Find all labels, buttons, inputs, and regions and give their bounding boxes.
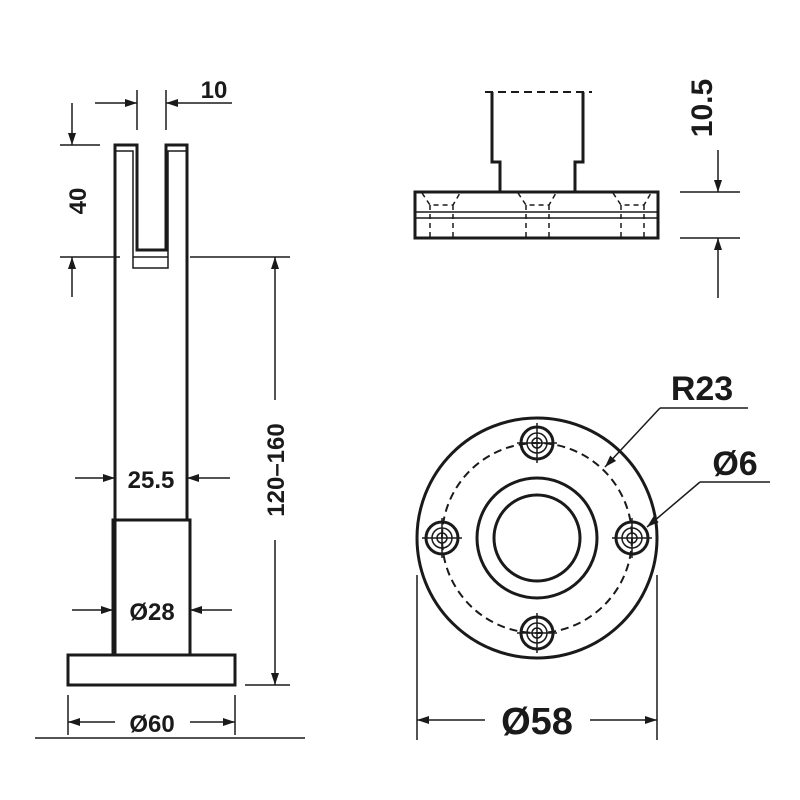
tube-inner-circle <box>492 493 582 583</box>
mounting-hole <box>517 613 557 653</box>
u-channel-inner <box>115 150 187 269</box>
dim-hole-diameter: Ø6 <box>646 445 770 528</box>
label-height: 120–160 <box>263 423 290 516</box>
mounting-hole <box>612 518 652 558</box>
dim-height: 120–160 <box>190 256 290 686</box>
dim-bolt-circle-radius: R23 <box>604 370 748 468</box>
label-hole-diameter: Ø6 <box>712 445 757 483</box>
u-channel-outline <box>113 143 189 655</box>
side-view <box>413 91 660 240</box>
stem-outline <box>490 92 585 192</box>
dim-upper-width: 25.5 <box>75 467 230 494</box>
flange-outer-circle <box>415 416 659 660</box>
dim-flange-diameter: Ø58 <box>416 575 658 743</box>
label-upper-width: 25.5 <box>128 467 175 494</box>
label-slot-width: 10 <box>201 77 228 104</box>
label-base-diameter: Ø60 <box>129 711 174 738</box>
label-flange-diameter: Ø58 <box>501 701 573 743</box>
dim-tube-diameter: Ø28 <box>72 599 232 626</box>
mounting-hole <box>422 518 462 558</box>
dim-slot-width: 10 <box>95 77 232 130</box>
label-slot-depth: 40 <box>65 188 92 215</box>
front-view <box>35 143 305 739</box>
tube-outer-circle <box>475 476 599 600</box>
mounting-hole <box>517 423 557 463</box>
label-flange-thickness: 10.5 <box>686 79 719 137</box>
dim-slot-depth: 40 <box>60 103 120 297</box>
label-bolt-circle-radius: R23 <box>671 370 733 408</box>
countersink-hidden-lines <box>421 192 652 238</box>
plan-view <box>415 416 659 660</box>
bolt-circle <box>441 442 633 634</box>
base-plate <box>66 653 237 687</box>
tube-outline <box>111 518 192 655</box>
dim-base-diameter: Ø60 <box>67 695 236 738</box>
mounting-holes <box>422 423 652 653</box>
dim-flange-thickness: 10.5 <box>680 79 740 298</box>
flange-side <box>413 190 660 240</box>
label-tube-diameter: Ø28 <box>129 599 174 626</box>
